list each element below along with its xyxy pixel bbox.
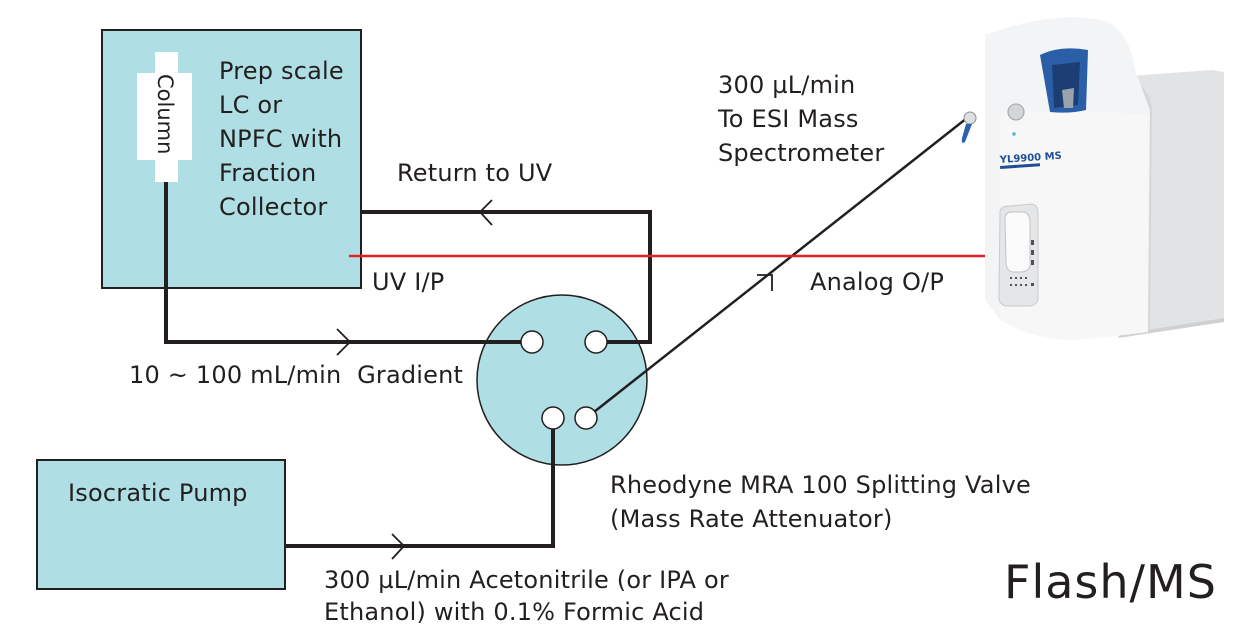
gradient-flow-label: 10 ~ 100 mL/min Gradient xyxy=(129,361,464,389)
ms-model-label: YL9900 MS xyxy=(998,151,1062,166)
lc-system-label-line-1: Prep scale xyxy=(219,57,344,85)
gradient-arrow-icon xyxy=(336,328,352,356)
valve-port-inlet xyxy=(520,330,544,354)
return-arrow-icon xyxy=(478,199,493,226)
ms-transfer-line xyxy=(593,117,968,413)
makeup-flow-label-line-2: Ethanol) with 0.1% Formic Acid xyxy=(324,598,705,626)
valve-port-makeup xyxy=(541,406,565,430)
lc-system-label-line-4: Fraction xyxy=(219,159,317,187)
ms-flow-label-line-1: 300 µL/min xyxy=(718,71,856,99)
lc-system-label-line-3: NPFC with xyxy=(219,125,343,153)
mass-spectrometer-image: YL9900 MS xyxy=(961,17,1224,340)
analog-output-label: Analog O/P xyxy=(810,268,944,296)
makeup-flow-line xyxy=(285,429,555,548)
diagram-title: Flash/MS xyxy=(1004,555,1217,609)
valve-port-outlet xyxy=(584,330,608,354)
isocratic-pump-label: Isocratic Pump xyxy=(68,479,248,507)
return-to-uv-label: Return to UV xyxy=(397,159,553,187)
return-to-uv-line xyxy=(361,210,652,344)
uv-input-label: UV I/P xyxy=(372,268,445,296)
gradient-flow-line xyxy=(164,182,521,344)
column-label: Column xyxy=(153,74,177,155)
valve-label-line-1: Rheodyne MRA 100 Splitting Valve xyxy=(610,471,1031,499)
lc-system-label-line-2: LC or xyxy=(219,91,283,119)
ms-flow-label-line-3: Spectrometer xyxy=(718,139,885,167)
valve-label-line-2: (Mass Rate Attenuator) xyxy=(610,505,893,533)
lc-system-label-line-5: Collector xyxy=(219,193,328,221)
makeup-flow-label-line-1: 300 µL/min Acetonitrile (or IPA or xyxy=(324,566,729,594)
isocratic-pump-box xyxy=(36,459,286,590)
column-shape xyxy=(137,52,192,182)
splitting-valve xyxy=(476,294,648,466)
makeup-arrow-icon xyxy=(391,533,406,560)
ms-flow-label-line-2: To ESI Mass xyxy=(718,105,859,133)
ms-arrow-icon xyxy=(757,274,773,291)
valve-port-ms xyxy=(574,406,598,430)
